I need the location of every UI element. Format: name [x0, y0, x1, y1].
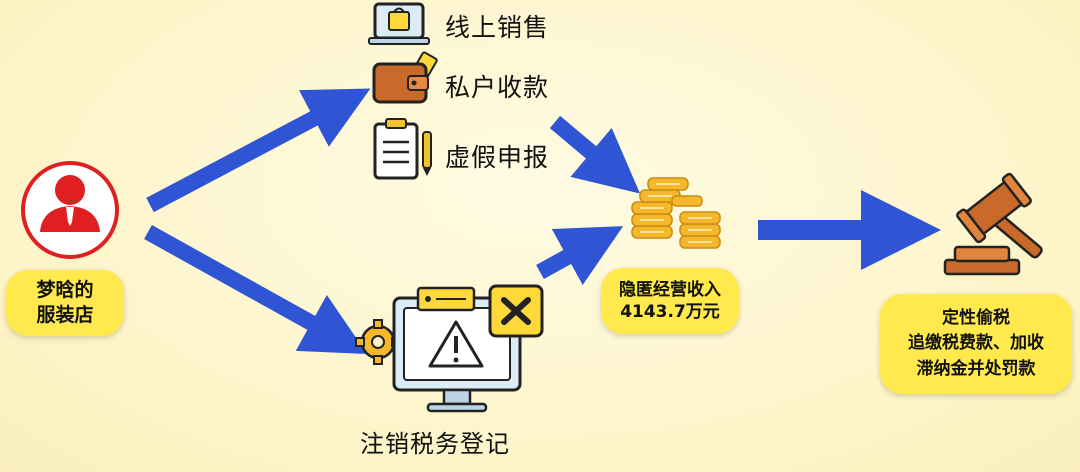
method-online-sales: 线上销售 — [445, 13, 550, 42]
arrow-methods-to-income — [549, 115, 641, 194]
person-icon — [21, 161, 119, 259]
clipboard-icon — [373, 118, 432, 180]
wallet-icon — [372, 51, 438, 104]
income-label-line1: 隐匿经营收入 — [619, 279, 721, 300]
close-icon — [488, 284, 544, 338]
method-private-account: 私户收款 — [445, 73, 550, 102]
monitor-warning-icon — [355, 286, 522, 413]
store-label-line2: 服装店 — [36, 304, 94, 326]
verdict-title: 定性偷税 — [942, 307, 1010, 328]
method-false-declaration: 虚假申报 — [445, 143, 550, 172]
arrow-store-to-deregister — [144, 225, 368, 355]
deregister-label: 注销税务登记 — [360, 430, 510, 458]
verdict-label: 定性偷税 追缴税费款、加收 滞纳金并处罚款 — [880, 294, 1072, 394]
income-amount: 4143.7万元 — [620, 302, 720, 322]
store-label: 梦晗的 服装店 — [6, 270, 124, 336]
gavel-icon — [943, 172, 1043, 276]
gear-icon — [355, 319, 401, 365]
income-label: 隐匿经营收入 4143.7万元 — [601, 268, 739, 334]
arrow-store-to-methods — [146, 88, 371, 213]
verdict-detail-line2: 滞纳金并处罚款 — [916, 358, 1036, 379]
laptop-shopping-icon — [368, 2, 430, 45]
store-label-line1: 梦晗的 — [36, 279, 94, 302]
coin-stack-icon — [631, 177, 721, 249]
arrow-deregister-to-income — [536, 226, 624, 286]
verdict-detail-line1: 追缴税费款、加收 — [908, 333, 1044, 354]
